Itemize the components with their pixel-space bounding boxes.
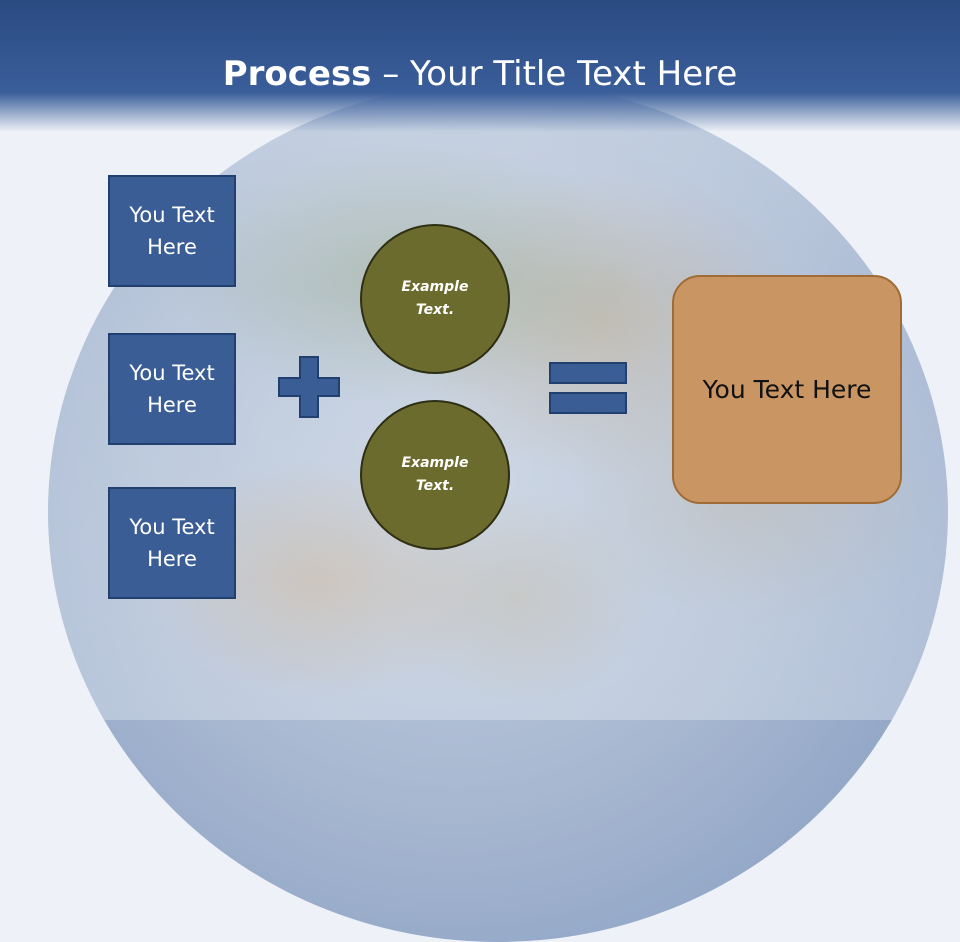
circle-label: Example Text.	[401, 279, 469, 318]
equals-icon	[549, 362, 627, 414]
input-box-label: You Text Here	[129, 203, 215, 259]
title-bar: Process – Your Title Text Here	[0, 0, 960, 132]
example-circle-2[interactable]: Example Text.	[360, 400, 510, 550]
circle-label: Example Text.	[401, 455, 469, 494]
input-box-1[interactable]: You Text Here	[108, 175, 236, 287]
result-box[interactable]: You Text Here	[672, 275, 902, 504]
result-label: You Text Here	[702, 375, 872, 404]
title-bold: Process	[222, 54, 372, 94]
title-rest: – Your Title Text Here	[371, 54, 738, 94]
slide-title: Process – Your Title Text Here	[0, 52, 960, 96]
example-circle-1[interactable]: Example Text.	[360, 224, 510, 374]
input-box-label: You Text Here	[129, 515, 215, 571]
input-box-3[interactable]: You Text Here	[108, 487, 236, 599]
input-box-label: You Text Here	[129, 361, 215, 417]
plus-icon	[278, 356, 340, 418]
input-box-2[interactable]: You Text Here	[108, 333, 236, 445]
